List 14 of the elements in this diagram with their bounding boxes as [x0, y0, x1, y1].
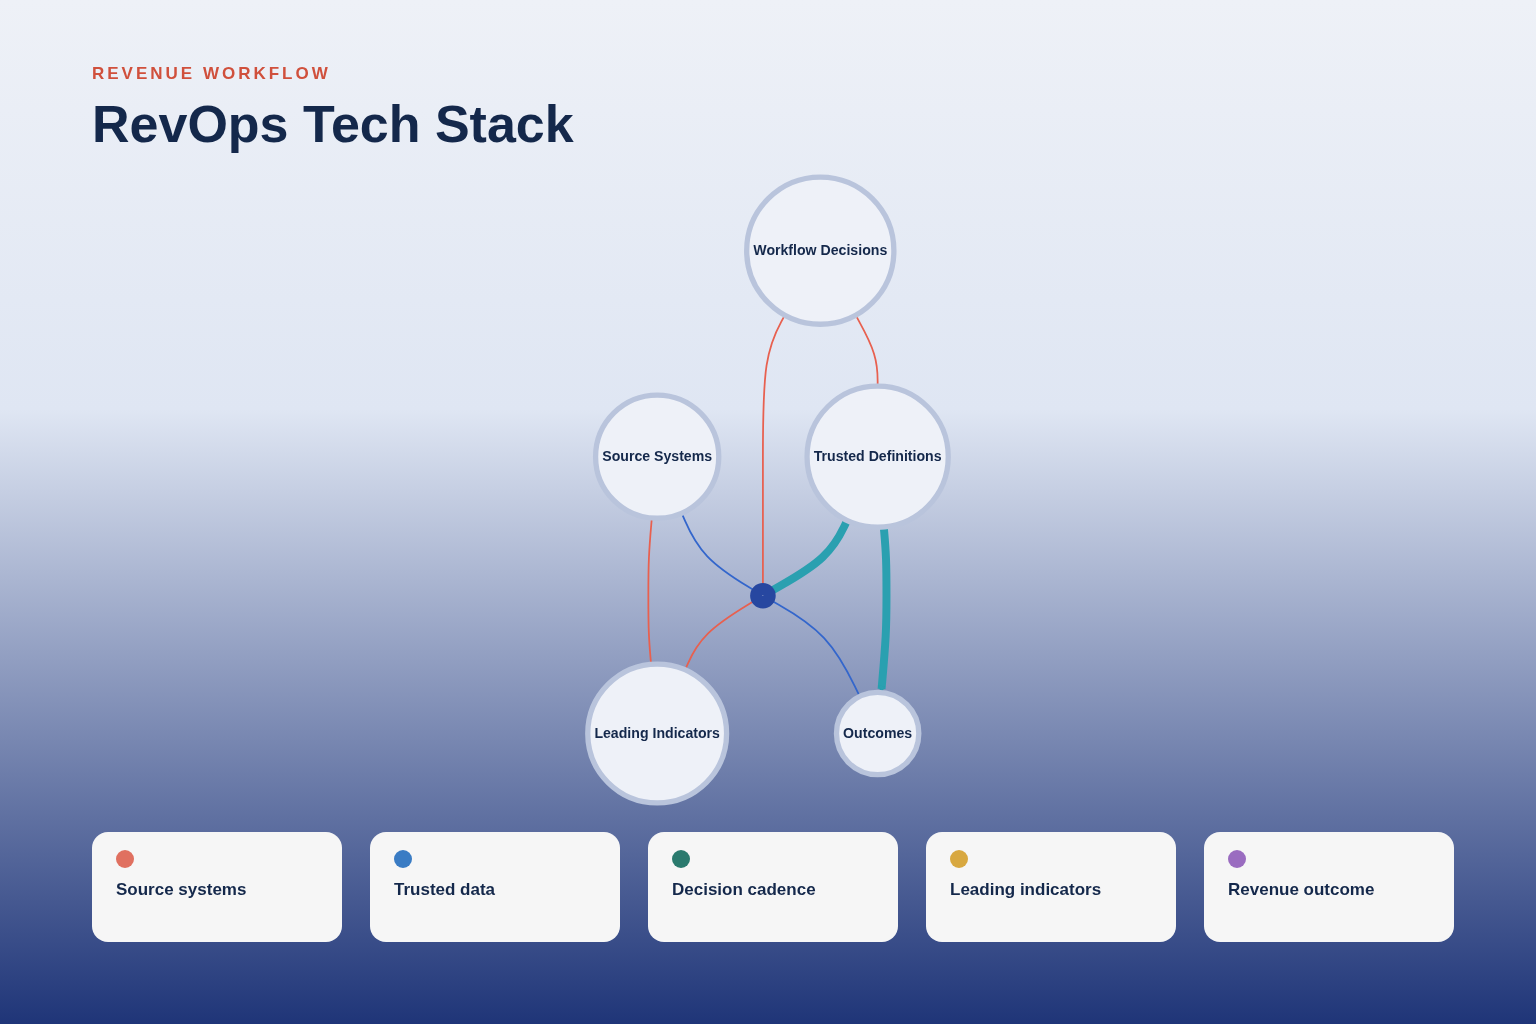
legend-text: Revenue outcome — [1228, 880, 1375, 899]
legend-text: Trusted data — [394, 880, 496, 899]
node-circle: Leading Indicators — [585, 661, 730, 806]
title: RevOps Tech Stack — [92, 94, 574, 154]
legend-text: Source systems — [116, 880, 247, 899]
node-circle: Trusted Definitions — [804, 383, 951, 530]
legend-text: Decision cadence — [672, 880, 816, 899]
node-circle — [750, 582, 776, 609]
node-circle: Outcomes — [833, 689, 922, 778]
node-circle: Source Systems — [592, 392, 722, 521]
legend-text: Leading indicators — [950, 880, 1102, 899]
arrow — [877, 526, 891, 693]
node-circle: Workflow Decisions — [744, 174, 897, 327]
kicker-text: REVENUE WORKFLOW — [92, 64, 332, 84]
